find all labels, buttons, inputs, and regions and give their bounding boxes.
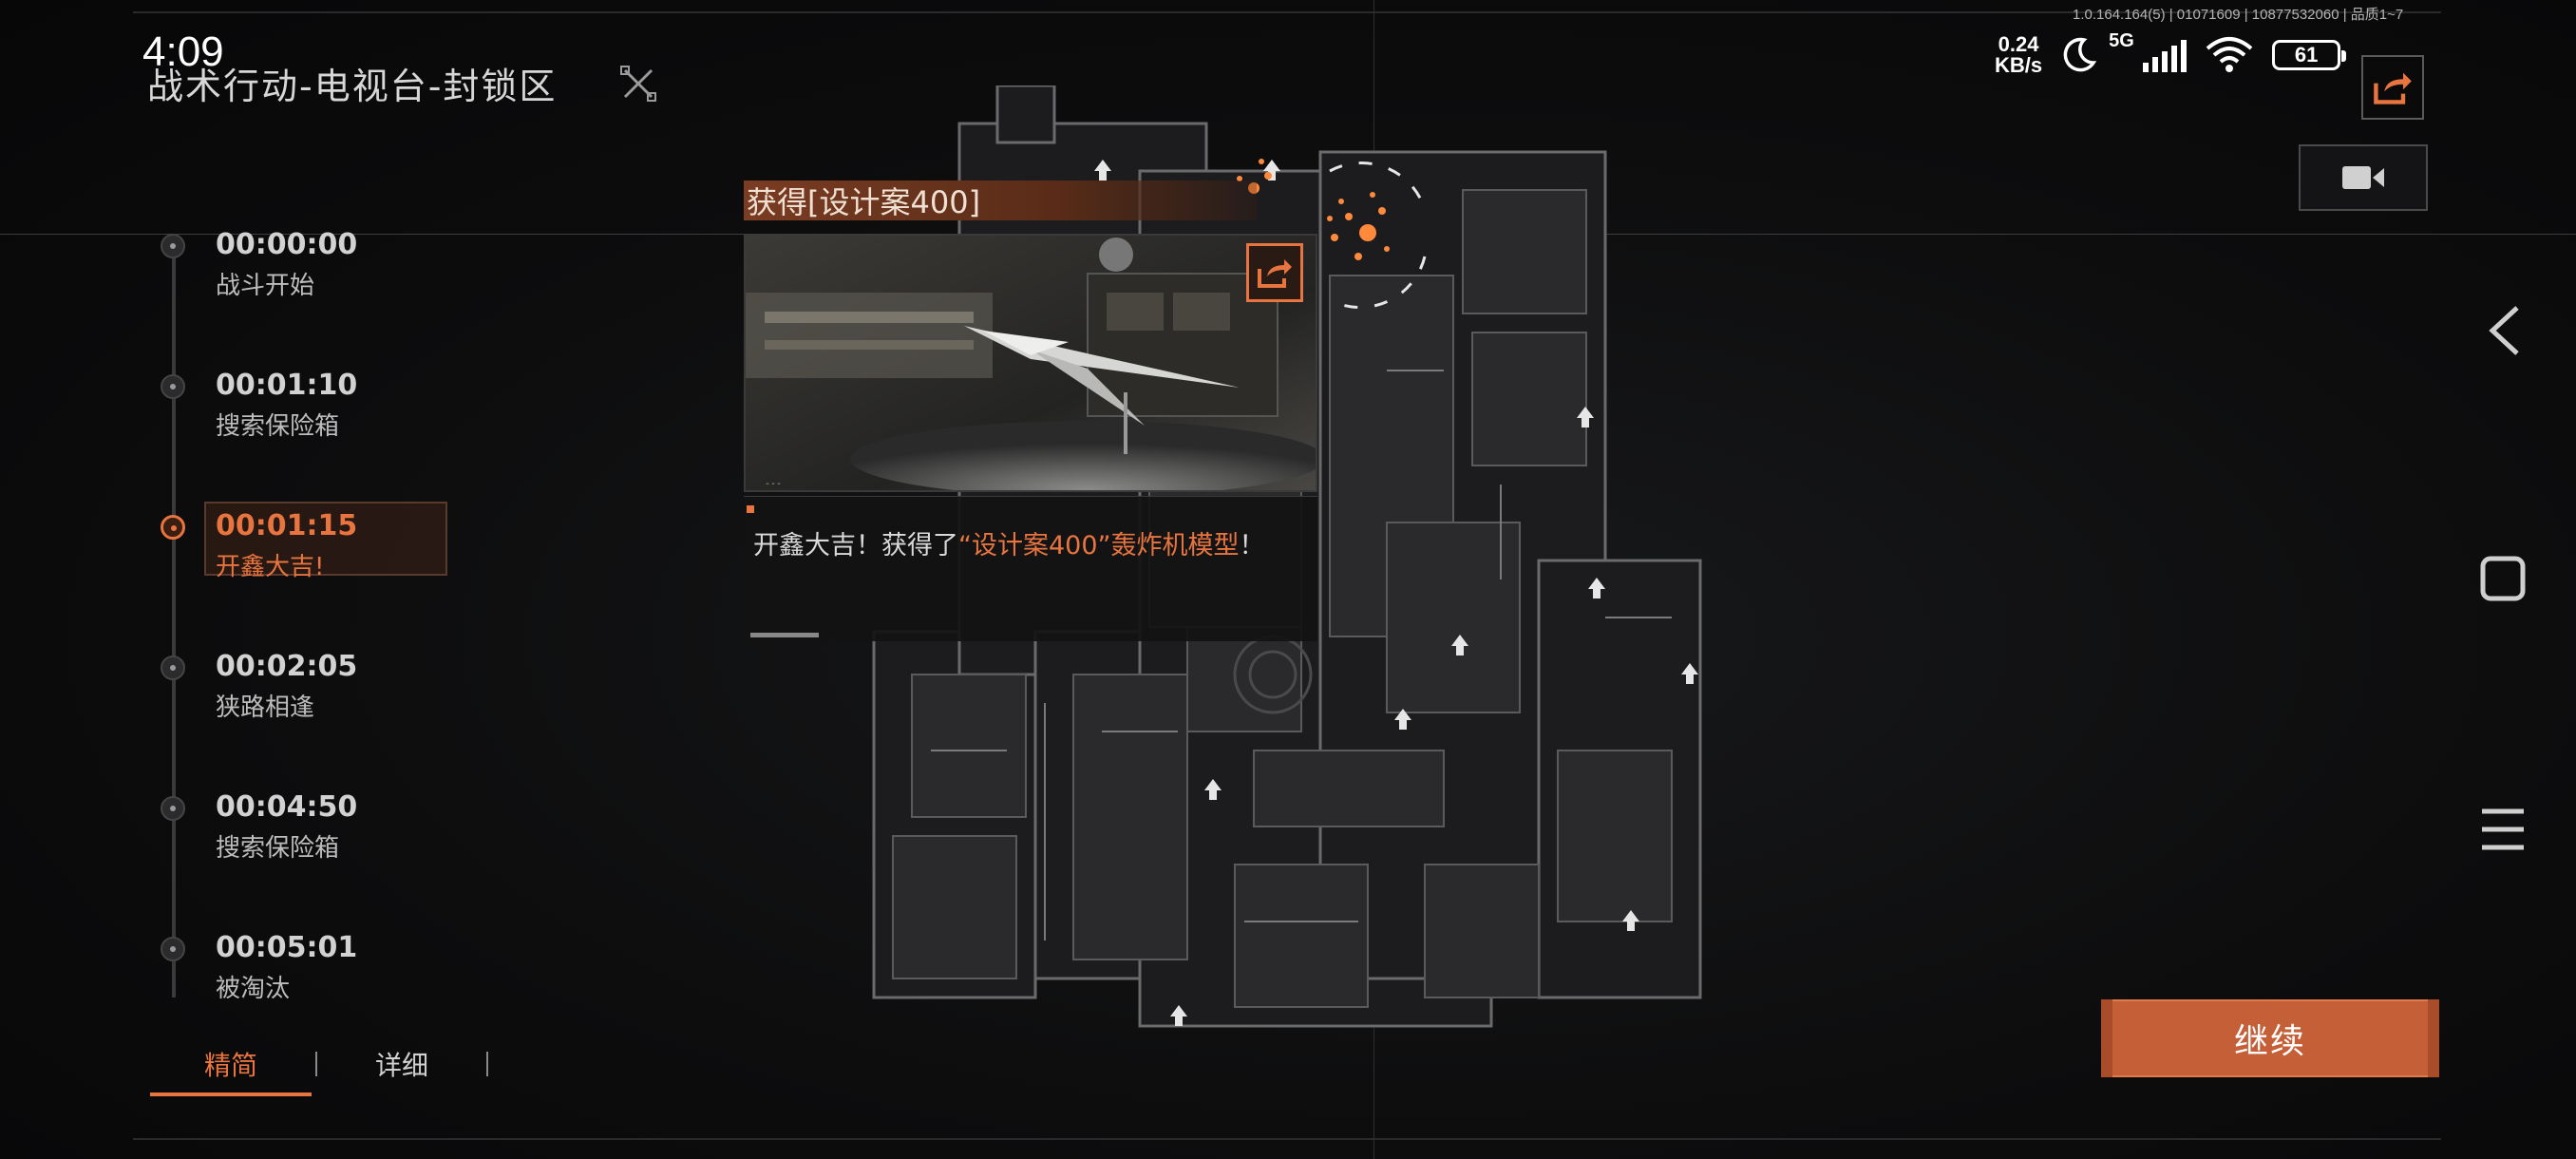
network-speed-unit: KB/s — [1995, 53, 2043, 77]
popup-message: 开鑫大吉！获得了“设计案400”轰炸机模型！ — [753, 522, 1285, 570]
timeline-item[interactable]: 00:01:10 搜索保险箱 — [152, 369, 456, 445]
timeline-highlight — [204, 502, 447, 576]
tab-brief[interactable]: 精简 — [150, 1045, 312, 1096]
timeline-label: 开鑫大吉! — [216, 553, 325, 581]
timeline-item-active[interactable]: 00:01:15 开鑫大吉! — [152, 502, 456, 585]
battery-level: 61 — [2294, 43, 2319, 66]
video-camera-icon — [2342, 166, 2384, 189]
share-icon — [2374, 72, 2412, 104]
tab-detail[interactable]: 详细 — [374, 1050, 428, 1081]
chevron-left-icon[interactable] — [2481, 302, 2529, 359]
status-clock: 4:09 — [142, 28, 224, 75]
popup-message-suffix: ！ — [1239, 531, 1265, 560]
replay-video-button[interactable] — [2299, 144, 2428, 211]
timeline-label: 被淘汰 — [216, 975, 291, 1003]
bottom-border — [133, 1138, 2441, 1140]
popup-message-prefix: 开鑫大吉！获得了 — [753, 531, 958, 560]
status-icons: 0.24 KB/s 5G 61 — [1995, 30, 2347, 76]
popup-header-bar — [744, 180, 1257, 220]
timeline-time: 00:04:50 — [216, 790, 358, 824]
timeline-dot-active — [161, 515, 185, 540]
network-type: 5G — [2109, 30, 2134, 51]
timeline-dot — [161, 656, 185, 680]
bomber-model-image: --- — [746, 236, 1316, 490]
square-icon[interactable] — [2479, 555, 2527, 602]
timeline-item[interactable]: 00:04:50 搜索保险箱 — [152, 790, 456, 866]
timeline-label: 搜索保险箱 — [216, 412, 340, 441]
timeline-time: 00:02:05 — [216, 650, 358, 683]
popup-progress — [750, 633, 819, 637]
hamburger-icon[interactable] — [2479, 806, 2527, 853]
tab-separator — [486, 1052, 488, 1076]
popup-title: 获得[设计案400] — [747, 184, 981, 220]
continue-button[interactable]: 继续 — [2101, 999, 2439, 1077]
timeline-dot — [161, 234, 185, 258]
timeline-dot — [161, 374, 185, 399]
timeline-label: 狭路相逢 — [216, 694, 315, 722]
timeline-label: 战斗开始 — [216, 272, 315, 300]
popup-message-highlight: “设计案400”轰炸机模型 — [958, 531, 1240, 560]
signal-icon: 5G — [2109, 30, 2188, 72]
wifi-icon — [2206, 37, 2253, 72]
timeline-item[interactable]: 00:02:05 狭路相逢 — [152, 650, 456, 726]
network-speed-value: 0.24 — [1998, 32, 2039, 56]
timeline-time: 00:05:01 — [216, 931, 358, 964]
top-border — [133, 11, 2441, 13]
timeline-dot — [161, 796, 185, 821]
timeline-item[interactable]: 00:00:00 战斗开始 — [152, 228, 456, 304]
timeline-track — [172, 238, 176, 998]
battery-icon: 61 — [2272, 40, 2347, 70]
timeline-time: 00:01:10 — [216, 369, 358, 402]
svg-text:---: --- — [765, 479, 782, 489]
popup-indicator — [747, 505, 754, 513]
tab-separator — [315, 1052, 317, 1076]
view-tabs: 精简 详细 — [150, 1037, 492, 1096]
crossed-swords-icon — [620, 66, 656, 102]
timeline-dot — [161, 937, 185, 961]
page-title: 战术行动-电视台-封锁区 — [147, 66, 558, 107]
popup-message-box — [744, 496, 1317, 641]
network-speed: 0.24 KB/s — [1995, 34, 2042, 76]
moon-icon — [2063, 37, 2097, 72]
build-info: 1.0.164.164(5) | 01071609 | 10877532060 … — [2073, 7, 2404, 23]
timeline-item[interactable]: 00:05:01 被淘汰 — [152, 931, 456, 1007]
reward-image: --- — [744, 234, 1317, 492]
timeline-label: 搜索保险箱 — [216, 834, 340, 863]
popup-share-button[interactable] — [1246, 243, 1303, 302]
share-button[interactable] — [2361, 55, 2424, 120]
share-icon — [1258, 259, 1292, 288]
timeline-time: 00:01:15 — [216, 509, 358, 542]
timeline-time: 00:00:00 — [216, 228, 358, 261]
